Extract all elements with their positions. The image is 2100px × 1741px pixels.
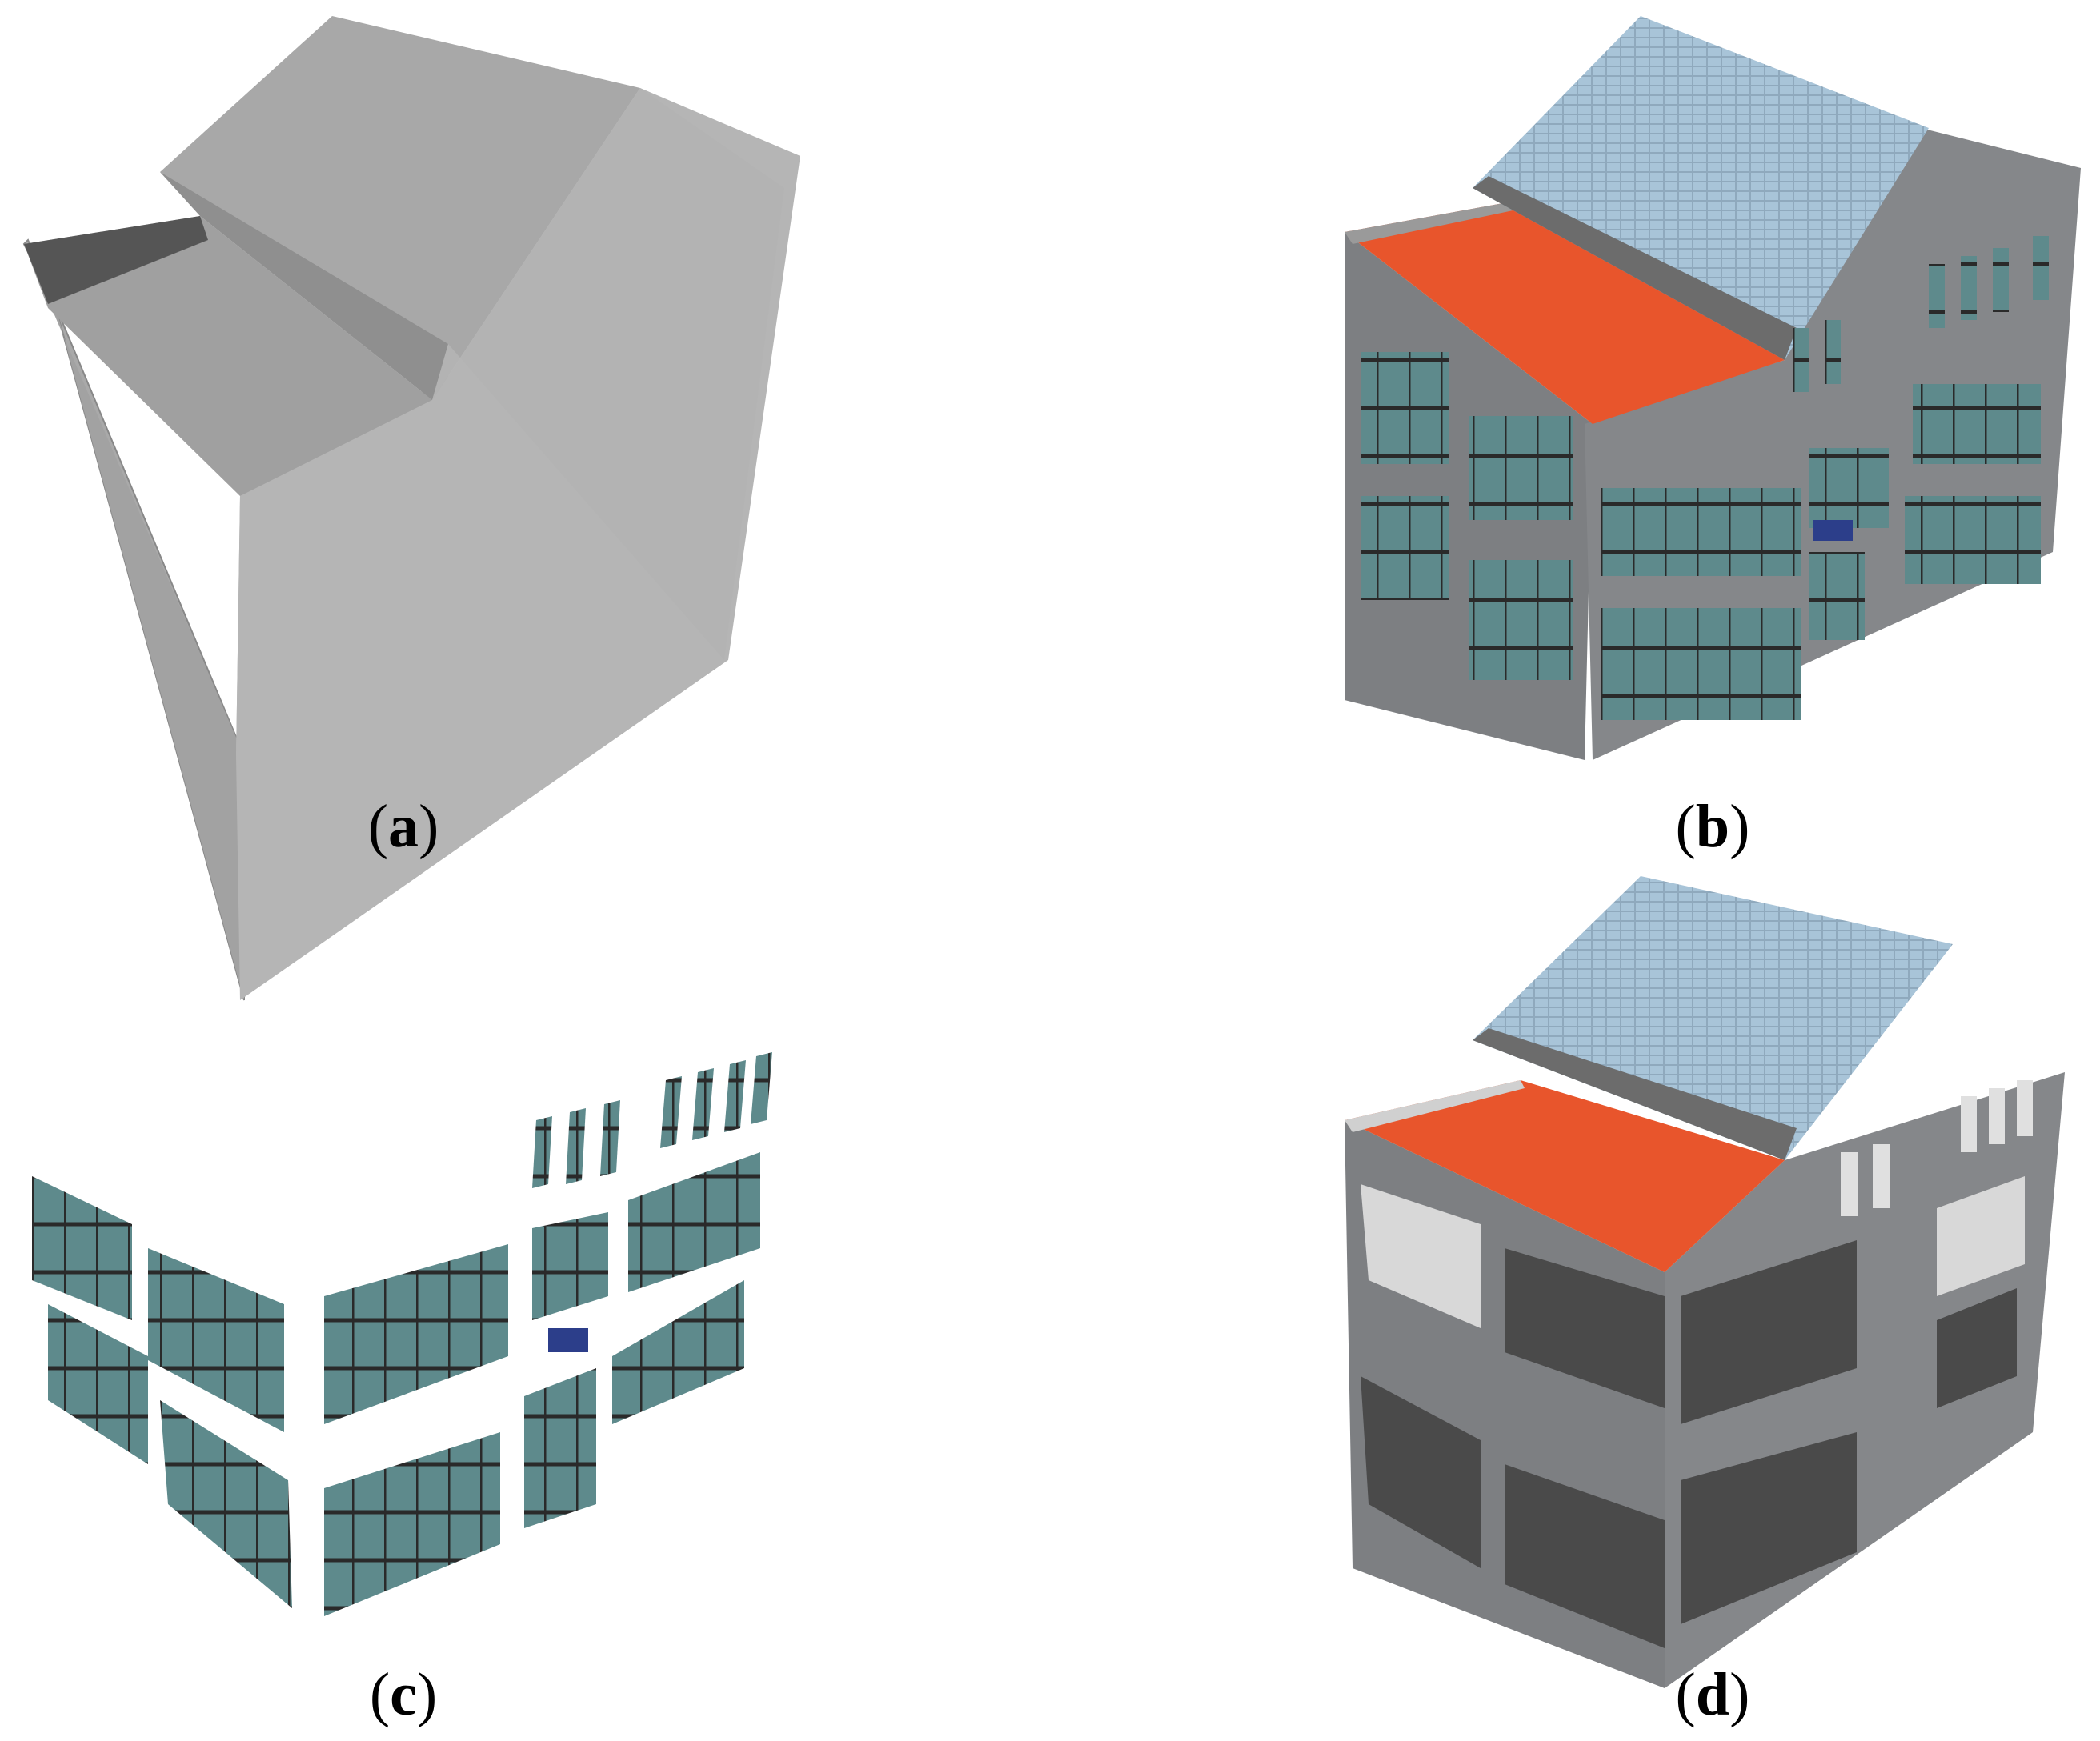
- panel-b-textured-model: [1345, 16, 2081, 760]
- panel-d-reconstructed-model: [1345, 876, 2065, 1688]
- sign-icon: [1813, 520, 1853, 541]
- panel-c-facade-elements: [32, 1052, 772, 1616]
- sign-icon: [548, 1328, 588, 1352]
- caption-a: (a): [367, 793, 439, 860]
- caption-d: (d): [1675, 1661, 1750, 1728]
- panel-a-plain-model: [22, 16, 800, 1001]
- caption-b: (b): [1675, 793, 1750, 860]
- caption-c: (c): [369, 1661, 438, 1728]
